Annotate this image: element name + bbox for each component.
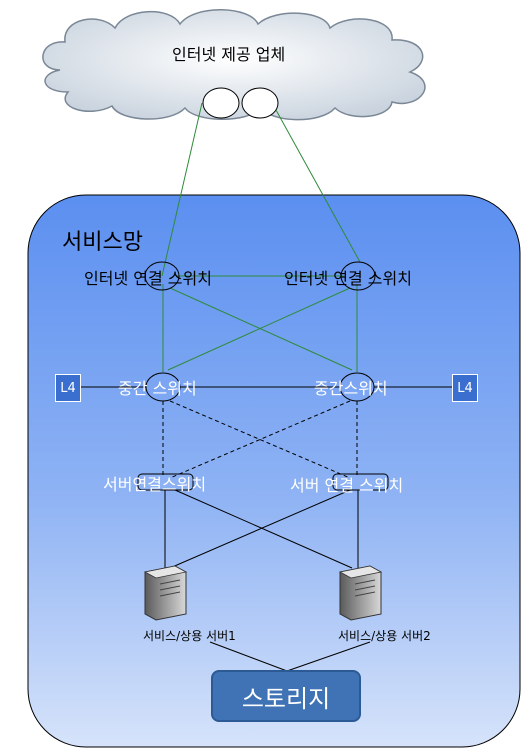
storage-links	[209, 641, 371, 672]
server-switch-right	[332, 473, 389, 491]
l4-box-left: L4	[55, 374, 81, 402]
green-links	[161, 102, 361, 372]
isp-port-left	[202, 87, 240, 119]
internet-switch-left-label: 인터넷 연결 스위치	[84, 269, 212, 288]
isp-cloud-icon	[42, 9, 426, 121]
dashed-links	[162, 400, 358, 479]
l4-box-right: L4	[452, 374, 478, 402]
isp-port-right	[241, 87, 279, 119]
middle-switch-left-label: 중간 스위치	[118, 379, 197, 398]
server-switch-left-label: 서버연결스위치	[103, 475, 207, 494]
server-2-icon	[338, 565, 383, 621]
internet-switch-right-label: 인터넷 연결 스위치	[284, 269, 412, 288]
server-1-icon	[143, 565, 188, 621]
internet-switch-left	[144, 261, 180, 291]
server-1-label: 서비스/상용 서버1	[143, 629, 236, 643]
service-network-title: 서비스망	[62, 230, 143, 255]
server-links	[164, 489, 359, 569]
server-switch-right-label: 서버 연결 스위치	[290, 476, 404, 495]
isp-label: 인터넷 제공 업체	[172, 45, 286, 64]
middle-switch-right-label: 중간스위치	[314, 379, 388, 398]
internet-switch-right	[340, 261, 376, 291]
server-2-label: 서비스/상용 서버2	[338, 629, 431, 643]
storage-box: 스토리지	[211, 670, 361, 722]
